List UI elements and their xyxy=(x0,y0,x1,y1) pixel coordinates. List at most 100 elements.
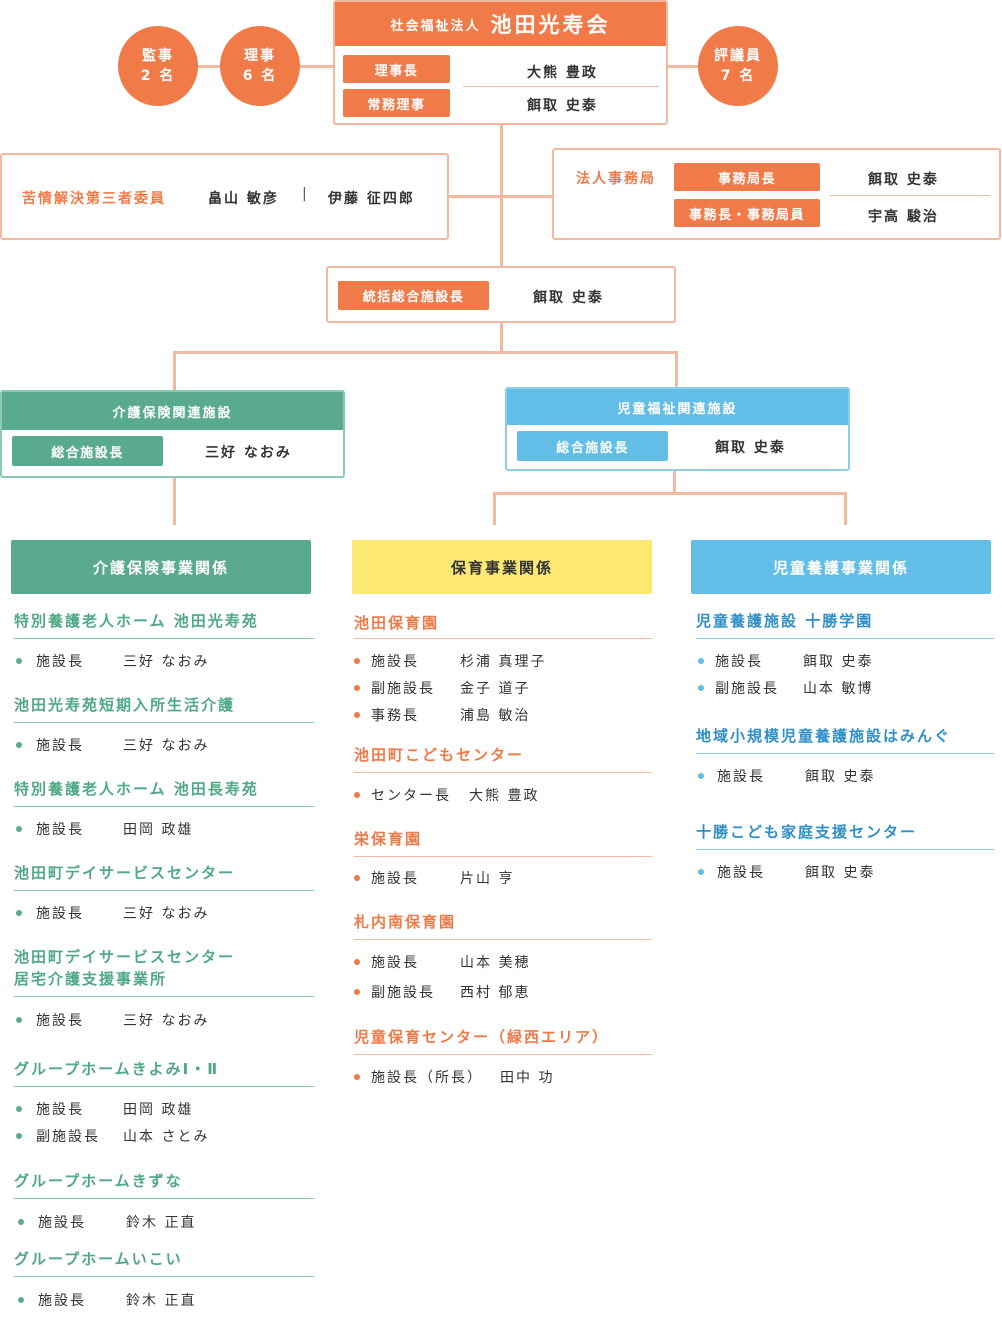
bullet-dot xyxy=(18,1297,24,1303)
staff-role: 副施設長 xyxy=(715,681,779,697)
hyogi-label: 評議員 xyxy=(714,48,762,64)
facility-divider xyxy=(354,939,652,940)
facility-title: 池田町こどもセンター xyxy=(354,746,525,764)
staff-role: 施設長 xyxy=(36,906,84,922)
care-column-header: 介護保険事業関係 xyxy=(11,540,311,594)
staff-role: 施設長 xyxy=(717,865,765,881)
child-group-name: 餌取 史泰 xyxy=(715,440,786,456)
staff-role: 施設長（所長） xyxy=(371,1070,483,1086)
connector-top-hyogi xyxy=(667,65,699,68)
staff-row: 施設長 鈴木 正直 xyxy=(18,1290,308,1310)
staff-row: 施設長 山本 美穂 xyxy=(354,952,644,972)
general-role: 統括総合施設長 xyxy=(338,281,489,310)
office-divider xyxy=(830,195,990,196)
staff-role: 施設長 xyxy=(38,1293,86,1309)
jomu-name: 餌取 史泰 xyxy=(527,98,598,114)
staff-name: 杉浦 真理子 xyxy=(460,654,547,670)
staff-name: 餌取 史泰 xyxy=(805,769,876,785)
child-group-box: 児童福祉関連施設 総合施設長 餌取 史泰 xyxy=(505,387,850,471)
staff-row: 施設長 三好 なおみ xyxy=(16,1010,306,1030)
staff-role: 施設長 xyxy=(38,1215,86,1231)
bullet-dot xyxy=(16,1017,22,1023)
facility-divider xyxy=(354,1054,652,1055)
facility-divider xyxy=(14,806,314,807)
bullet-dot xyxy=(698,685,704,691)
riji-label: 理事 xyxy=(244,48,276,64)
staff-name: 鈴木 正直 xyxy=(126,1293,197,1309)
facility-title: 特別養護老人ホーム 池田長寿苑 xyxy=(14,780,259,798)
staff-role: 施設長 xyxy=(715,654,763,670)
rijicho-divider xyxy=(463,86,659,87)
bullet-dot xyxy=(698,869,704,875)
staff-row: 施設長 田岡 政雄 xyxy=(16,1099,306,1119)
general-name: 餌取 史泰 xyxy=(533,290,604,306)
bullet-dot xyxy=(354,959,360,965)
complaint-name-1: 畠山 敏彦 xyxy=(208,191,279,207)
org-box: 社会福祉法人 池田光寿会 理事長 大熊 豊政 常務理事 餌取 史泰 xyxy=(333,0,668,125)
facility-divider xyxy=(14,890,314,891)
bullet-dot xyxy=(354,989,360,995)
bullet-dot xyxy=(18,1219,24,1225)
staff-role: 施設長 xyxy=(717,769,765,785)
staff-row: 施設長 鈴木 正直 xyxy=(18,1212,308,1232)
complaint-name-2: 伊藤 征四郎 xyxy=(328,191,415,207)
facility-title: 池田町デイサービスセンター xyxy=(14,864,236,882)
bullet-dot xyxy=(16,910,22,916)
staff-row: 施設長 餌取 史泰 xyxy=(698,766,988,786)
staff-name: 三好 なおみ xyxy=(123,1013,210,1029)
staff-role: 施設長 xyxy=(36,654,84,670)
staff-row: 施設長 餌取 史泰 xyxy=(698,862,988,882)
staff-name: 浦島 敏治 xyxy=(460,708,531,724)
staff-row: センター長 大熊 豊政 xyxy=(354,785,644,805)
facility-title: 栄保育園 xyxy=(354,830,423,848)
kanji-circle: 監事 2 名 xyxy=(118,26,198,106)
staff-row: 施設長 杉浦 真理子 xyxy=(354,651,644,671)
facility-title: 児童保育センター（緑西エリア） xyxy=(354,1028,610,1046)
connector-child-down xyxy=(673,470,676,494)
kanji-label: 監事 xyxy=(142,48,174,64)
staff-name: 三好 なおみ xyxy=(123,654,210,670)
connector-office xyxy=(500,195,554,198)
staff-role: 副施設長 xyxy=(371,681,435,697)
connector-care-down xyxy=(173,477,176,525)
staff-name: 三好 なおみ xyxy=(123,906,210,922)
nursery-column-header: 保育事業関係 xyxy=(352,540,652,594)
child-group-title: 児童福祉関連施設 xyxy=(507,389,848,425)
staff-name: 金子 道子 xyxy=(460,681,531,697)
staff-name: 西村 郁恵 xyxy=(460,985,531,1001)
hyogi-count: 7 名 xyxy=(720,68,756,84)
facility-divider xyxy=(354,772,652,773)
care-group-box: 介護保険関連施設 総合施設長 三好 なおみ xyxy=(0,390,345,478)
staff-role: 事務長 xyxy=(371,708,419,724)
bullet-dot xyxy=(16,658,22,664)
org-name: 池田光寿会 xyxy=(490,13,611,37)
staff-role: センター長 xyxy=(371,788,451,804)
staff-row: 副施設長 山本 敏博 xyxy=(698,678,988,698)
bullet-dot xyxy=(354,685,360,691)
staff-role: 施設長 xyxy=(36,1102,84,1118)
hyogi-circle: 評議員 7 名 xyxy=(698,26,778,106)
bullet-dot xyxy=(16,826,22,832)
care-group-role: 総合施設長 xyxy=(12,436,163,466)
staff-name: 鈴木 正直 xyxy=(126,1215,197,1231)
office-box: 法人事務局 事務局長 餌取 史泰 事務長・事務局員 宇高 駿治 xyxy=(552,148,1001,240)
connector-child-horizontal xyxy=(493,492,847,495)
staff-row: 施設長 餌取 史泰 xyxy=(698,651,988,671)
connector-kanji-riji xyxy=(198,65,222,68)
facility-title: グループホームきよみⅠ・Ⅱ xyxy=(14,1060,220,1078)
staff-name: 山本 敏博 xyxy=(803,681,874,697)
staff-name: 山本 美穂 xyxy=(460,955,531,971)
connector-child-right xyxy=(844,492,847,525)
staff-name: 山本 さとみ xyxy=(123,1129,210,1145)
facility-title: 児童養護施設 十勝学園 xyxy=(696,612,874,630)
staff-row: 施設長 片山 亨 xyxy=(354,868,644,888)
complaint-separator: | xyxy=(302,186,309,202)
connector-branch-horizontal xyxy=(173,351,678,354)
staff-row: 施設長 三好 なおみ xyxy=(16,735,306,755)
facility-title: 十勝こども家庭支援センター xyxy=(696,823,918,841)
staff-row: 施設長 三好 なおみ xyxy=(16,903,306,923)
care-group-title: 介護保険関連施設 xyxy=(2,392,343,430)
office-label: 法人事務局 xyxy=(576,171,656,187)
staff-row: 副施設長 金子 道子 xyxy=(354,678,644,698)
staff-row: 事務長 浦島 敏治 xyxy=(354,705,644,725)
